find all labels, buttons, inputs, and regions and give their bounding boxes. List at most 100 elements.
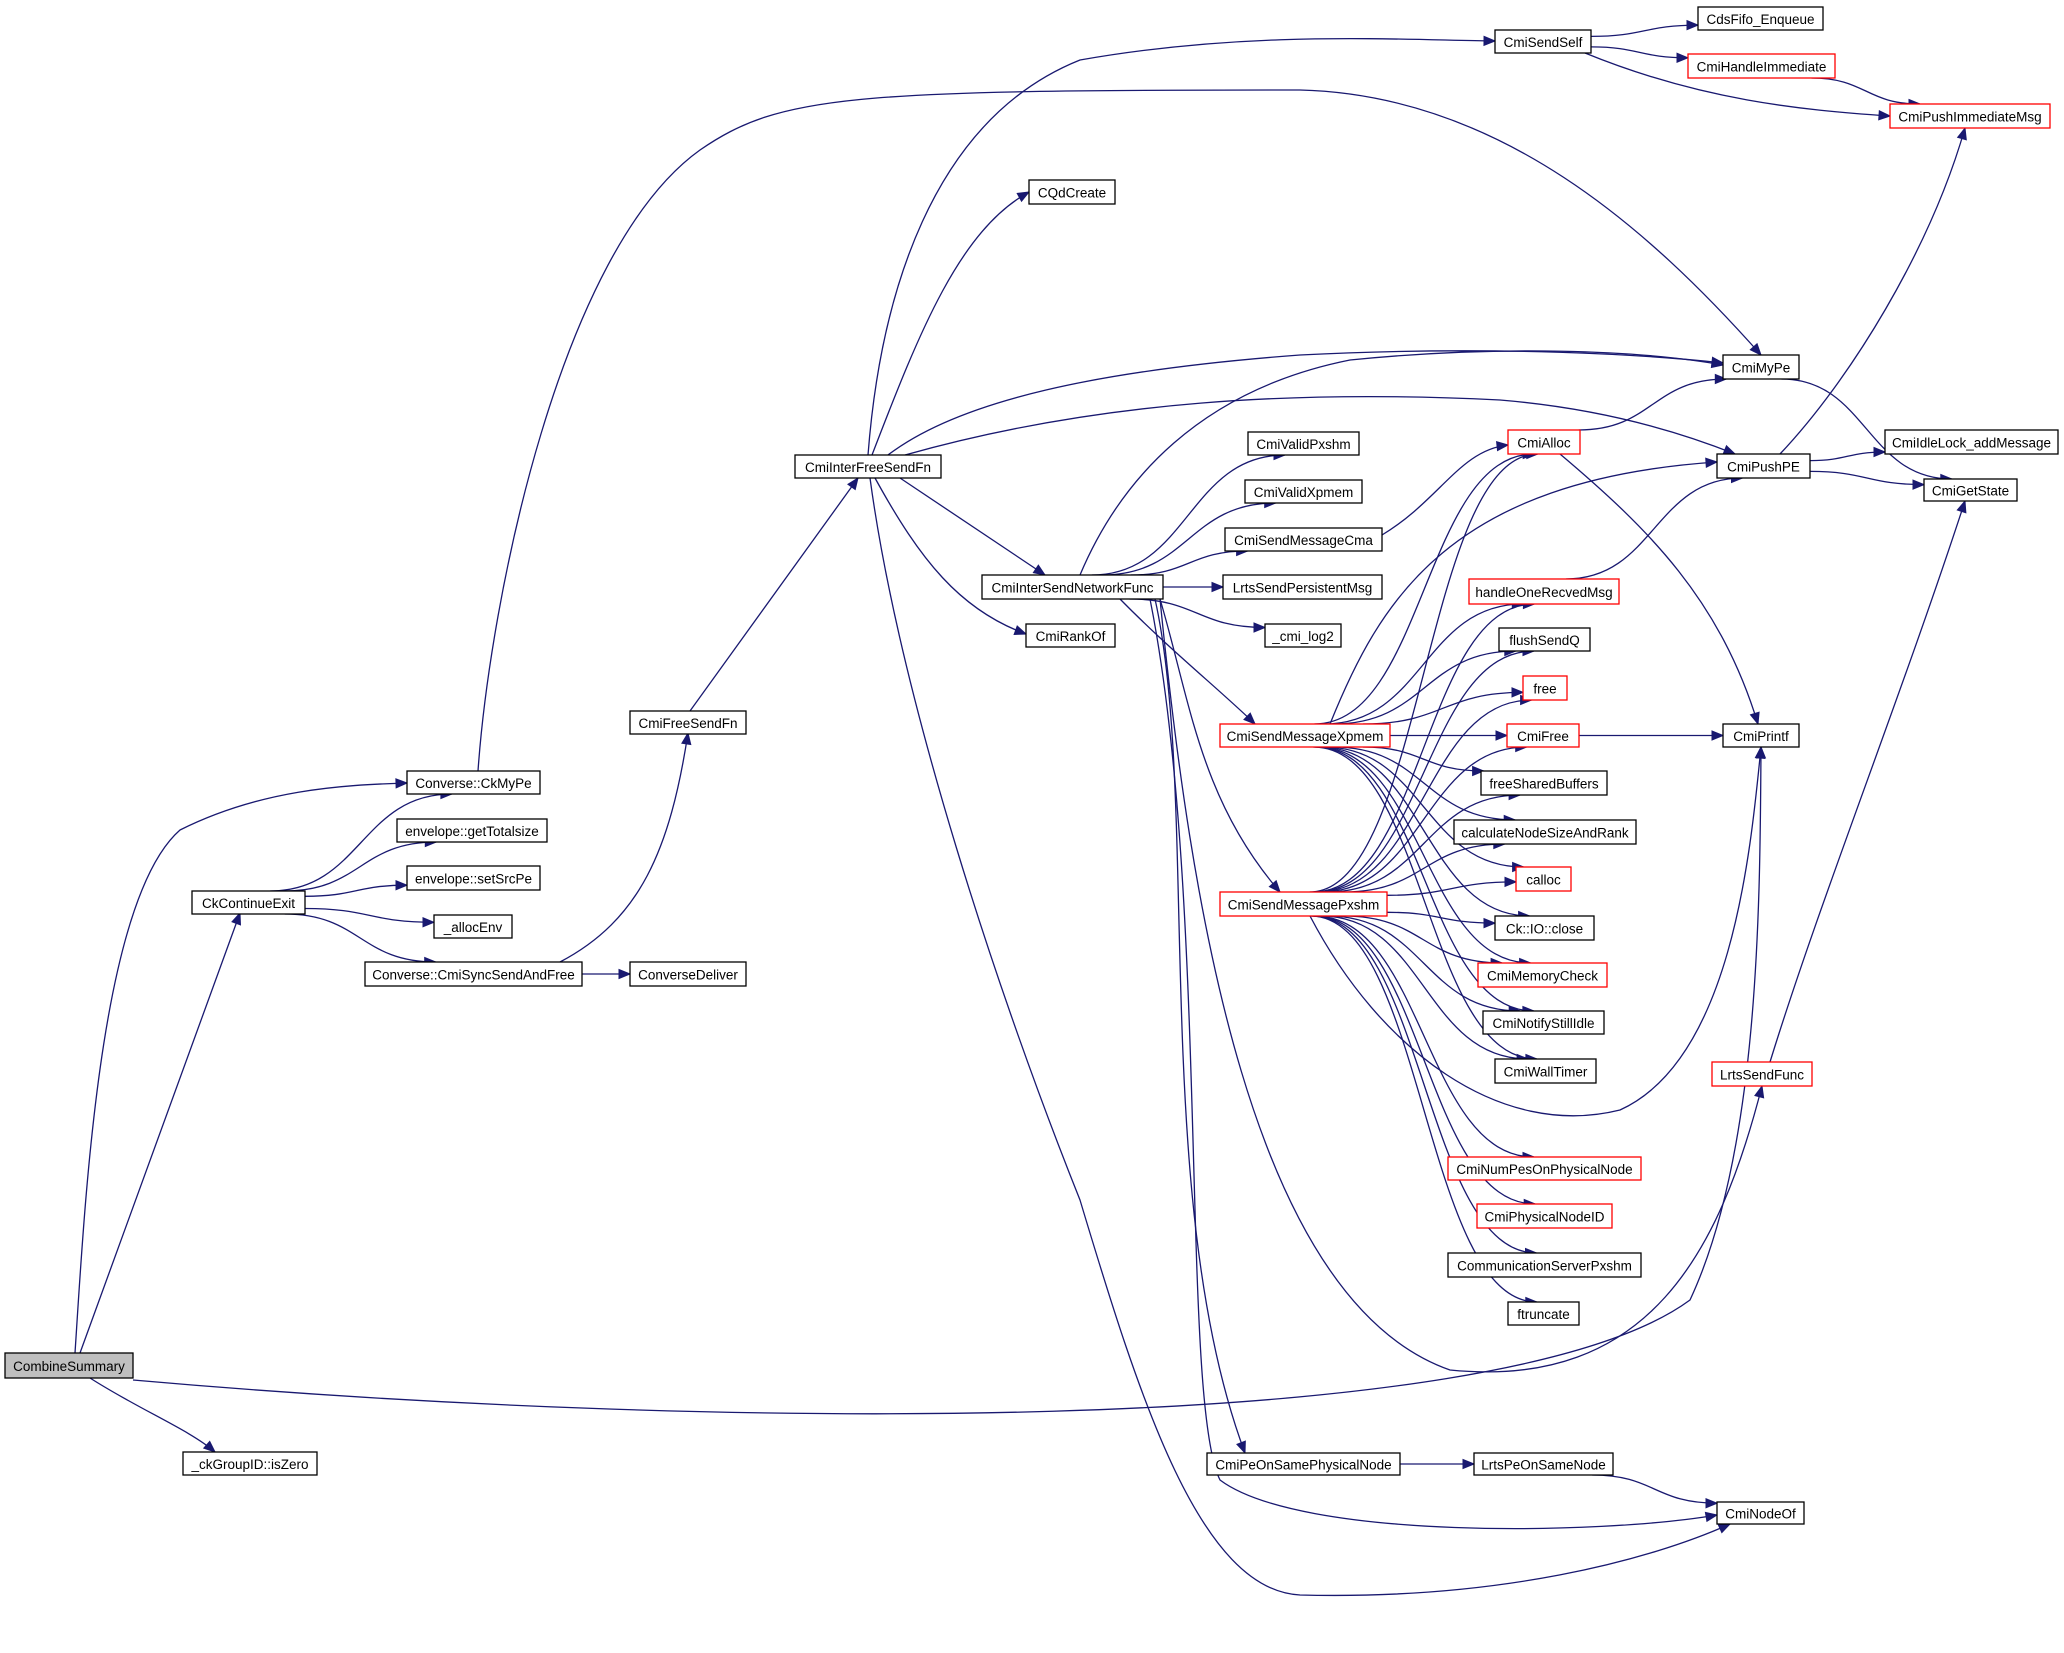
node-box [4, 1352, 134, 1379]
node-label: CmiFree [1517, 729, 1569, 744]
node-box [1477, 962, 1608, 988]
node-cmivalidxpmem[interactable]: CmiValidXpmem [1244, 479, 1363, 504]
edge-ckcontinueexit-to-allocenv [304, 907, 435, 923]
node-box [396, 818, 548, 843]
node-converse-cmisyncsendandfree[interactable]: Converse::CmiSyncSendAndFree [364, 961, 583, 987]
edge-converse-cmisyncsendandfree-to-conversedeliver-arrowhead [618, 968, 632, 980]
edge-handleonerecvedmsg-to-cmipushpe [1565, 477, 1743, 580]
edge-combinesummary-to-ckgroupid-iszero-arrowhead [202, 1440, 216, 1453]
edge-combinesummary-to-ckgroupid-iszero [89, 1377, 216, 1453]
node-calloc[interactable]: calloc [1515, 866, 1572, 892]
node-conversedeliver[interactable]: ConverseDeliver [629, 961, 747, 987]
edge-cmiintersendnetworkfunc-to-cminodeof-arrowhead [1704, 1511, 1719, 1523]
node-cmisendmessagepxshm[interactable]: CmiSendMessagePxshm [1219, 891, 1388, 917]
node-box [1494, 915, 1595, 941]
node-cminodeof[interactable]: CmiNodeOf [1716, 1501, 1805, 1525]
node-handleonerecvedmsg[interactable]: handleOneRecvedMsg [1468, 578, 1620, 605]
node-cminumpesonphysicalnode[interactable]: CmiNumPesOnPhysicalNode [1447, 1156, 1642, 1181]
node-label: CmiNumPesOnPhysicalNode [1456, 1162, 1632, 1177]
node-box [1923, 478, 2018, 502]
node-box [1244, 479, 1363, 504]
node-cmiintersendnetworkfunc[interactable]: CmiInterSendNetworkFunc [981, 574, 1164, 600]
node-box [364, 961, 583, 987]
node-cmimype[interactable]: CmiMyPe [1722, 354, 1800, 380]
node-cmiphysicalnodeid[interactable]: CmiPhysicalNodeID [1476, 1203, 1613, 1229]
node-cmipeonsamephysicalnode[interactable]: CmiPeOnSamePhysicalNode [1206, 1452, 1401, 1476]
edge-ckcontinueexit-to-envelope-setsrcpe-arrowhead [395, 879, 409, 891]
node-label: CmiNotifyStillIdle [1492, 1016, 1594, 1031]
node-freesharedbuffers[interactable]: freeSharedBuffers [1480, 770, 1608, 796]
node-box [629, 961, 747, 987]
node-label: CmiGetState [1932, 484, 2009, 499]
edge-cmiinterfreesendfn-to-cmirankof-arrowhead [1013, 625, 1028, 635]
node-cmisendself[interactable]: CmiSendSelf [1494, 29, 1592, 54]
node-label: CmiMyPe [1732, 361, 1791, 376]
node-lrtssendpersistentmsg[interactable]: LrtsSendPersistentMsg [1222, 574, 1383, 600]
node-ckcontinueexit[interactable]: CkContinueExit [191, 890, 306, 915]
node-cmivalidpxshm[interactable]: CmiValidPxshm [1247, 431, 1360, 456]
edge-cmisendmessagepxshm-to-ck-io-close [1386, 911, 1496, 924]
node-cminotifystillidle[interactable]: CmiNotifyStillIdle [1482, 1010, 1605, 1035]
node-box [1722, 723, 1800, 748]
node-cmihandleimmediate[interactable]: CmiHandleImmediate [1687, 53, 1836, 79]
edge-cmisendmessagexpmem-to-cmipushpe-arrowhead [1705, 457, 1719, 469]
node-box [1480, 770, 1608, 796]
edge-cmihandleimmediate-to-cmipushimmediatemsg [1811, 77, 1921, 105]
node-cmisendmessagecma[interactable]: CmiSendMessageCma [1224, 527, 1383, 552]
node-lrtspeonsamenode[interactable]: LrtsPeOnSameNode [1473, 1452, 1614, 1476]
edge-cmisendmessagexpmem-to-freesharedbuffers-arrowhead [1472, 765, 1485, 777]
node-ckgroupid-iszero[interactable]: _ckGroupID::isZero [182, 1451, 318, 1476]
edge-cmiintersendnetworkfunc-to-lrtssendfunc [1159, 598, 1763, 1373]
edge-combinesummary-to-ckcontinueexit [79, 912, 241, 1354]
node-cmialloc[interactable]: CmiAlloc [1507, 429, 1581, 455]
node-cdsfifo-enqueue[interactable]: CdsFifo_Enqueue [1697, 6, 1824, 31]
node-box [1507, 429, 1581, 455]
node-cmi-log2[interactable]: _cmi_log2 [1264, 623, 1342, 648]
node-cmifreesendfn[interactable]: CmiFreeSendFn [629, 710, 747, 735]
node-box [1494, 29, 1592, 54]
node-envelope-setsrcpe[interactable]: envelope::setSrcPe [406, 865, 541, 891]
node-label: CmiInterSendNetworkFunc [991, 581, 1153, 596]
node-cqdcreate[interactable]: CQdCreate [1028, 179, 1116, 205]
node-cmipushpe[interactable]: CmiPushPE [1716, 453, 1811, 479]
node-cmiidlelock-addmessage[interactable]: CmiIdleLock_addMessage [1884, 429, 2059, 455]
node-cmigetstate[interactable]: CmiGetState [1923, 478, 2018, 502]
node-cmiprintf[interactable]: CmiPrintf [1722, 723, 1800, 748]
node-cmiinterfreesendfn[interactable]: CmiInterFreeSendFn [794, 454, 942, 479]
node-ftruncate[interactable]: ftruncate [1507, 1301, 1580, 1326]
edge-cmisendmessagexpmem-to-calloc [1324, 746, 1524, 868]
edge-cmisendmessagexpmem-to-free-arrowhead [1511, 687, 1525, 698]
node-cmimemorycheck[interactable]: CmiMemoryCheck [1477, 962, 1608, 988]
node-flushsendq[interactable]: flushSendQ [1498, 627, 1591, 652]
edge-cmifreesendfn-to-cmiinterfreesendfn [689, 477, 859, 712]
node-label: _ckGroupID::isZero [190, 1457, 308, 1472]
node-box [1247, 431, 1360, 456]
node-allocenv[interactable]: _allocEnv [433, 914, 513, 939]
node-converse-ckmype[interactable]: Converse::CkMyPe [406, 770, 541, 795]
node-free[interactable]: free [1522, 675, 1568, 701]
edge-cmisendmessagexpmem-to-cmialloc [1314, 453, 1535, 725]
node-cmiwalltimer[interactable]: CmiWallTimer [1494, 1058, 1597, 1084]
node-label: LrtsPeOnSameNode [1481, 1458, 1606, 1473]
edge-cmiintersendnetworkfunc-to-cmivalidpxshm [1091, 454, 1286, 576]
edge-cmisendmessagecma-to-cmialloc-arrowhead [1496, 440, 1510, 452]
edge-cmiintersendnetworkfunc-to-cmipeonsamephysicalnode-arrowhead [1236, 1440, 1246, 1455]
edge-cmisendself-to-cmipushimmediatemsg-arrowhead [1878, 110, 1892, 121]
node-label: Converse::CmiSyncSendAndFree [372, 968, 575, 983]
edge-lrtssendfunc-to-cmigetstate [1769, 500, 1966, 1063]
node-label: CmiNodeOf [1725, 1507, 1796, 1522]
node-cmisendmessagexpmem[interactable]: CmiSendMessageXpmem [1219, 723, 1391, 748]
edge-cmifreesendfn-to-cmiinterfreesendfn-arrowhead [847, 476, 859, 491]
node-lrtssendfunc[interactable]: LrtsSendFunc [1711, 1061, 1813, 1087]
node-calculatenodesizeandrank[interactable]: calculateNodeSizeAndRank [1453, 819, 1637, 845]
node-ck-io-close[interactable]: Ck::IO::close [1494, 915, 1595, 941]
node-cmirankof[interactable]: CmiRankOf [1025, 623, 1116, 648]
node-label: CmiSendMessagePxshm [1228, 898, 1380, 913]
node-cmipushimmediatemsg[interactable]: CmiPushImmediateMsg [1889, 103, 2051, 129]
node-communicationserverpxshm[interactable]: CommunicationServerPxshm [1447, 1252, 1642, 1278]
node-cmifree[interactable]: CmiFree [1506, 723, 1580, 748]
edge-cmisendmessagepxshm-to-calloc-arrowhead [1504, 876, 1518, 888]
node-box [1224, 527, 1383, 552]
node-label: CkContinueExit [202, 896, 295, 911]
node-envelope-gettotalsize[interactable]: envelope::getTotalsize [396, 818, 548, 843]
